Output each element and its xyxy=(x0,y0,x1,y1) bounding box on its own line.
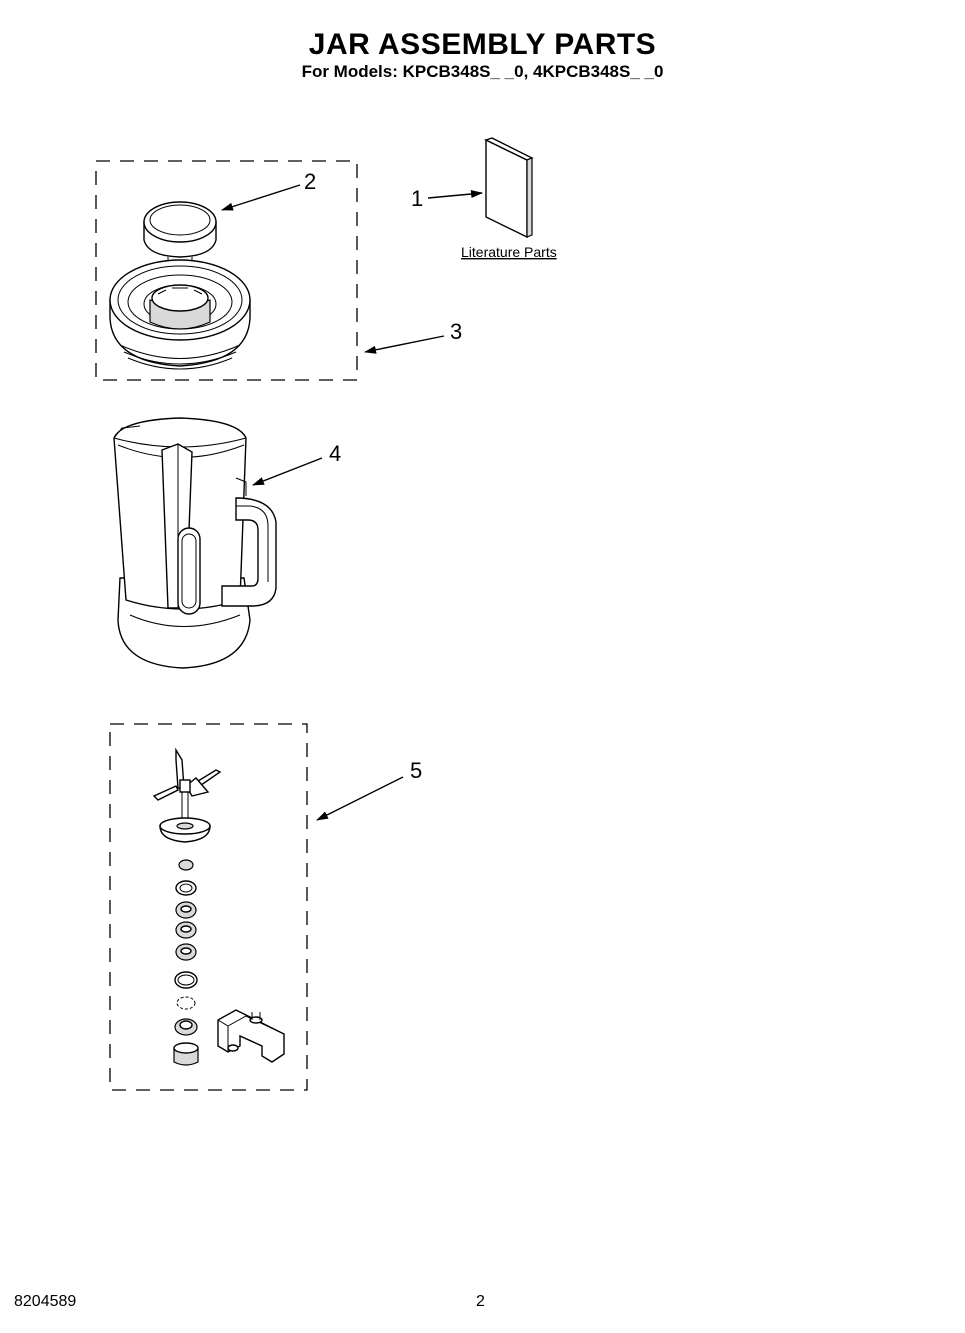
callout-leader-5 xyxy=(316,776,404,821)
callout-leader-1 xyxy=(427,190,483,199)
jar-lid-part xyxy=(109,259,251,370)
callout-5: 5 xyxy=(410,758,422,783)
literature-booklet xyxy=(484,137,534,239)
page-number: 2 xyxy=(476,1293,485,1310)
callout-leader-3 xyxy=(364,335,445,354)
lid-group-box xyxy=(95,160,358,381)
blade-assembly-part xyxy=(152,747,285,1066)
lid-cap-part xyxy=(143,201,217,267)
page-title: JAR ASSEMBLY PARTS xyxy=(308,28,657,61)
callout-leader-4 xyxy=(252,457,323,486)
literature-parts-label: Literature Parts xyxy=(461,244,557,260)
document-number: 8204589 xyxy=(14,1293,77,1310)
blender-jar-part xyxy=(113,417,277,669)
callout-1: 1 xyxy=(411,186,423,211)
callout-leader-2 xyxy=(221,184,301,211)
models-subtitle: For Models: KPCB348S_ _0, 4KPCB348S_ _0 xyxy=(301,62,664,81)
callout-4: 4 xyxy=(329,441,341,466)
callout-3: 3 xyxy=(450,319,462,344)
callout-2: 2 xyxy=(304,169,316,194)
blade-group-box xyxy=(109,723,308,1091)
